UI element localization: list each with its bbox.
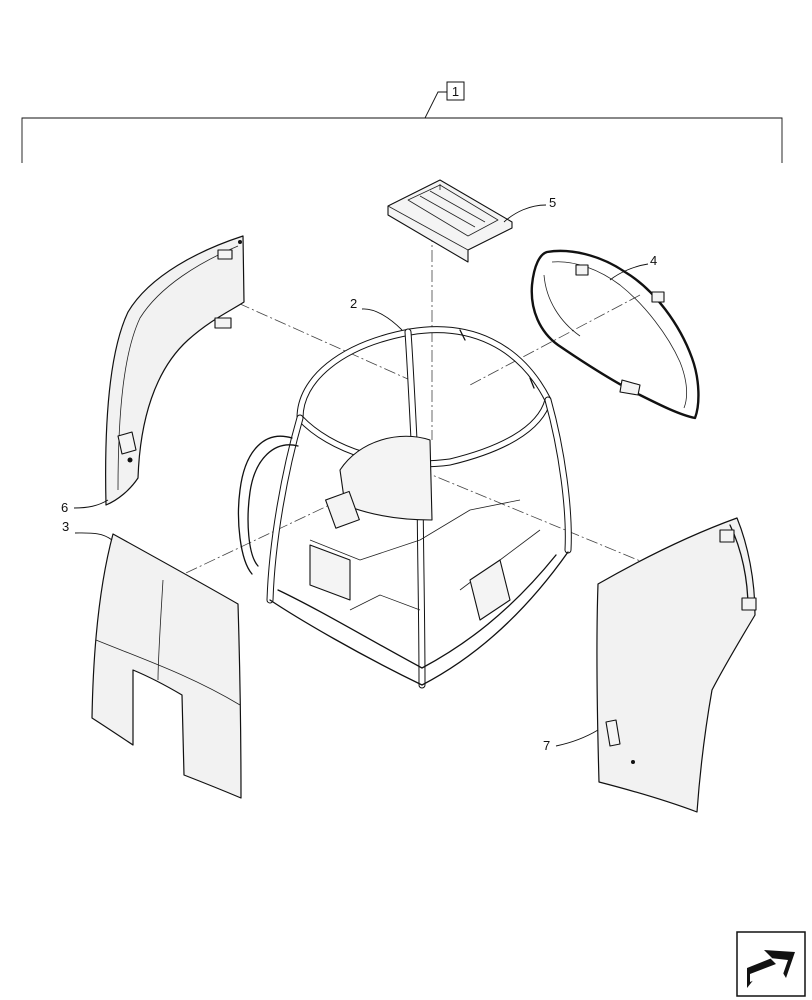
front-windshield bbox=[91, 533, 242, 799]
callout-2-group: 2 bbox=[350, 296, 403, 331]
callout-4: 4 bbox=[650, 253, 657, 268]
right-rear-window bbox=[530, 249, 700, 420]
callout-3-group: 3 bbox=[62, 519, 113, 541]
callout-3: 3 bbox=[62, 519, 69, 534]
callout-2: 2 bbox=[350, 296, 357, 311]
next-page-arrow-icon[interactable] bbox=[736, 931, 806, 997]
callout-5: 5 bbox=[549, 195, 556, 210]
callout-4-group: 4 bbox=[609, 253, 657, 281]
cab-frame bbox=[237, 326, 572, 689]
callout-7-group: 7 bbox=[543, 729, 599, 753]
callout-7: 7 bbox=[543, 738, 550, 753]
callout-1: 1 bbox=[452, 84, 459, 99]
callout-6-group: 6 bbox=[61, 499, 109, 515]
assembly-bracket: 1 bbox=[21, 81, 783, 163]
callout-6: 6 bbox=[61, 500, 68, 515]
left-door-window bbox=[105, 235, 245, 506]
callout-5-group: 5 bbox=[503, 195, 556, 223]
roof-panel bbox=[387, 179, 513, 263]
right-door-window bbox=[596, 517, 757, 813]
